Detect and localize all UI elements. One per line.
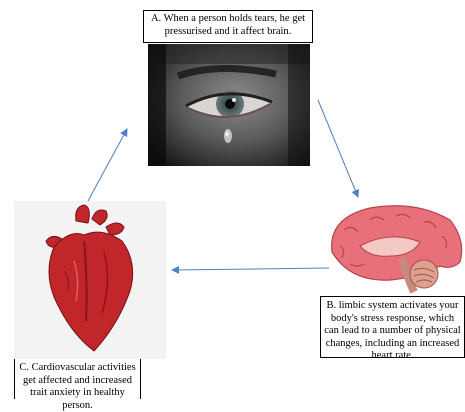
- arrow-c-to-a: [88, 129, 127, 201]
- arrow-b-to-c: [172, 268, 329, 270]
- arrow-a-to-b: [318, 100, 358, 197]
- cycle-arrows: [0, 0, 465, 399]
